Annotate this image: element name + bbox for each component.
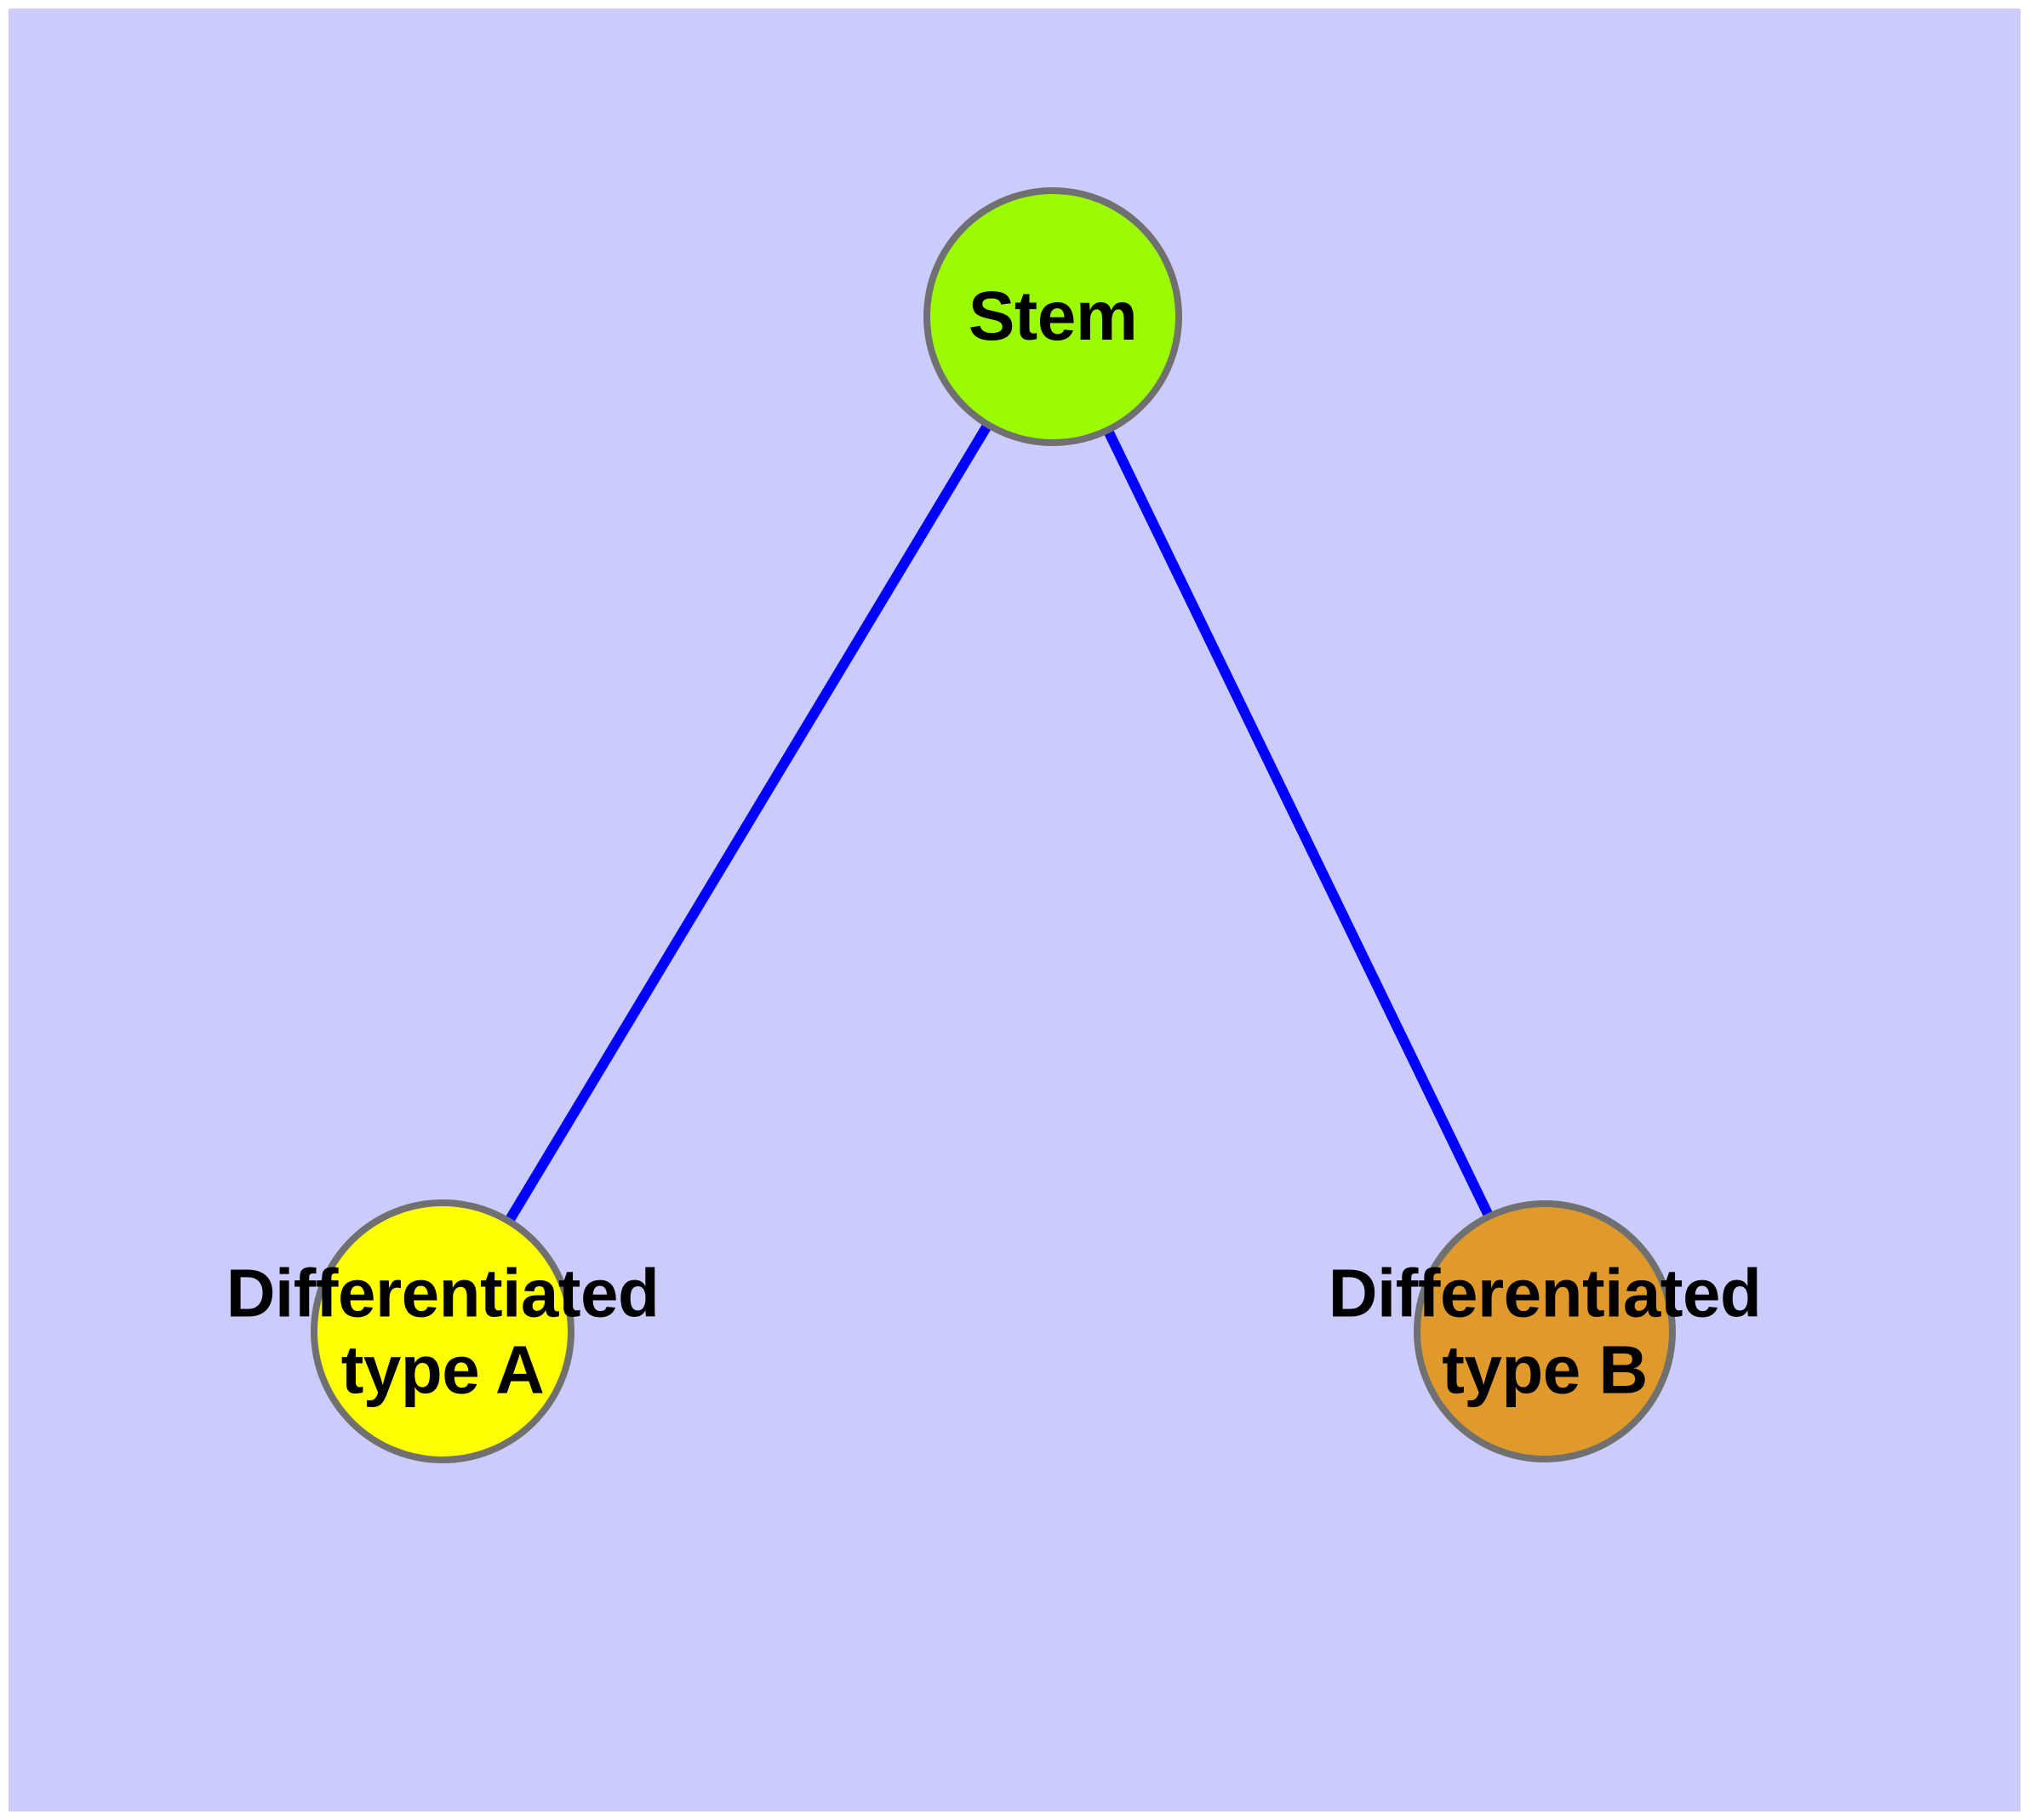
nodes-layer — [311, 187, 1676, 1463]
node-stem[interactable] — [923, 187, 1182, 446]
node-diff-a[interactable] — [311, 1199, 574, 1463]
node-diff-b[interactable] — [1414, 1200, 1676, 1462]
edge-stem-diff-b[interactable] — [1104, 429, 1494, 1217]
edges-layer — [505, 423, 1494, 1222]
edge-stem-diff-a[interactable] — [505, 423, 992, 1222]
